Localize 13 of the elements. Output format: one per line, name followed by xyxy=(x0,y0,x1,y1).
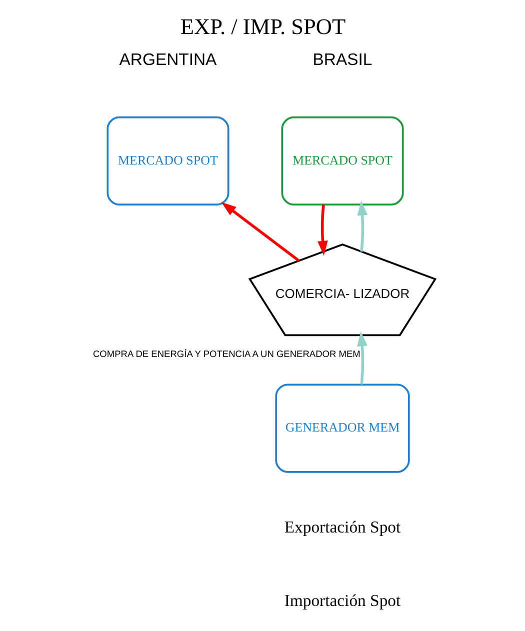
arrow xyxy=(316,204,328,256)
label: ARGENTINA xyxy=(118,50,216,69)
diagram-title: EXP. / IMP. SPOT xyxy=(180,14,346,39)
label: BRASIL xyxy=(312,50,372,69)
legend-label: Importación Spot xyxy=(284,590,400,610)
node-box: MERCADO SPOT xyxy=(280,116,404,206)
arrow xyxy=(220,202,300,262)
legend-label: Exportación Spot xyxy=(284,518,400,537)
node-box: MERCADO SPOT xyxy=(106,116,229,206)
arrow xyxy=(356,331,367,384)
edge-label: COMPRA DE ENERGÍA Y POTENCIA A UN GENERADOR MEM xyxy=(92,349,360,360)
node-box: GENERADOR MEM xyxy=(274,384,410,473)
arrow xyxy=(356,200,368,252)
